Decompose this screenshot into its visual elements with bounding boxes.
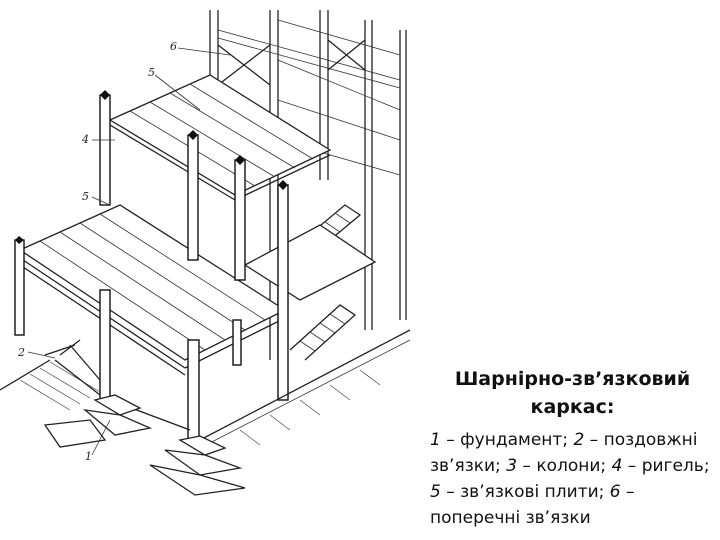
callout-1: 1 bbox=[85, 450, 92, 463]
staircase bbox=[243, 204, 377, 361]
legend-num: 6 bbox=[609, 482, 621, 502]
frame-structure-drawing: 6 5 4 5 2 1 bbox=[0, 10, 411, 496]
callout-5-upper: 5 bbox=[148, 66, 155, 79]
column bbox=[14, 239, 25, 336]
legend-num: 5 bbox=[430, 482, 441, 502]
column bbox=[187, 339, 200, 441]
longitudinal-bracing bbox=[44, 339, 101, 396]
callout-5-lower: 5 bbox=[82, 190, 89, 203]
column bbox=[232, 319, 242, 366]
legend-text: – зв’язкові плити; bbox=[440, 482, 610, 502]
foundations bbox=[43, 394, 246, 496]
callout-4: 4 bbox=[81, 133, 89, 146]
column bbox=[234, 159, 246, 281]
legend-num: 2 bbox=[573, 430, 585, 450]
legend-num: 1 bbox=[430, 430, 441, 450]
legend-num: 3 bbox=[506, 456, 518, 476]
legend-text: – колони; bbox=[517, 456, 612, 476]
legend-text: – ригель; bbox=[622, 456, 710, 476]
caption-title: Шарнірно-зв’язковий каркас: bbox=[454, 368, 691, 418]
legend-text: – фундамент; bbox=[440, 430, 574, 450]
legend-text: – поперечні зв’язки bbox=[430, 482, 635, 528]
tall-frame-block bbox=[209, 10, 407, 360]
callout-6: 6 bbox=[170, 40, 177, 53]
upper-slab bbox=[108, 74, 332, 201]
callout-leaders bbox=[27, 47, 231, 456]
column bbox=[99, 289, 111, 401]
column bbox=[277, 184, 289, 401]
legend-num: 4 bbox=[611, 456, 623, 476]
column bbox=[99, 94, 111, 206]
column bbox=[187, 134, 199, 261]
callout-2: 2 bbox=[17, 346, 25, 359]
caption-legend: 1 – фундамент; 2 – поздовжні зв’язки; 3 … bbox=[430, 427, 715, 531]
legend-text: – поздовжні зв’язки; bbox=[430, 430, 698, 476]
caption: Шарнірно-зв’язковий каркас: 1 – фундамен… bbox=[430, 365, 715, 531]
